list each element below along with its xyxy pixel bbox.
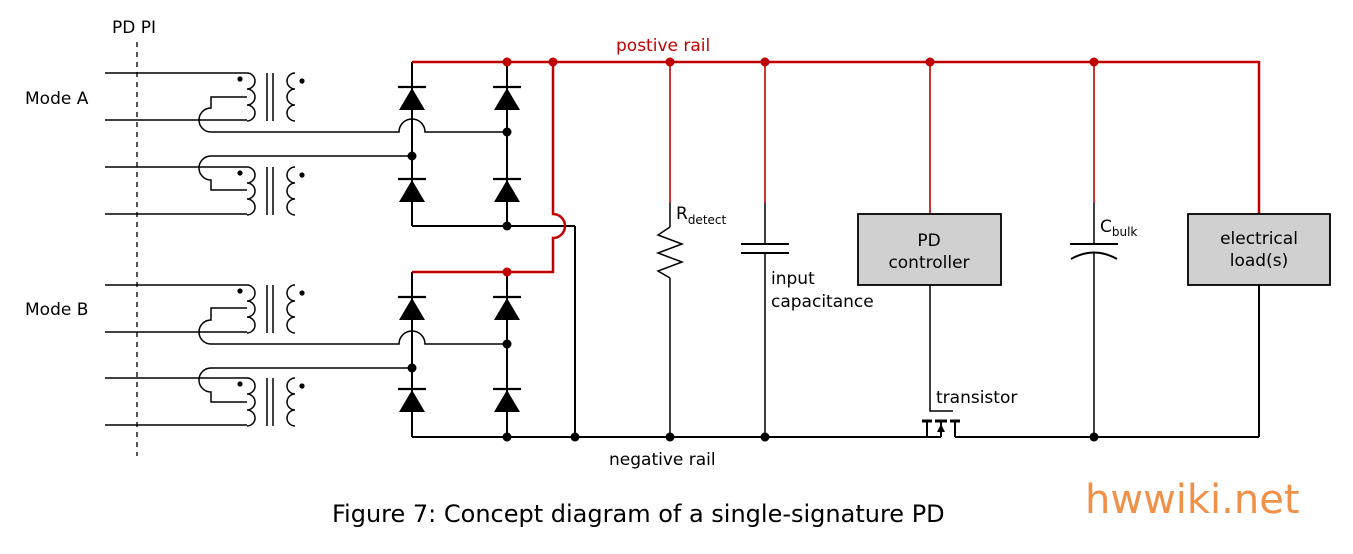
diode	[396, 295, 428, 322]
electrical-load-box	[1187, 213, 1331, 286]
gate-drive-wire	[929, 285, 953, 412]
bridge-rectifier-a	[394, 62, 575, 231]
positive-rail-label: postive rail	[616, 36, 710, 56]
diode	[396, 387, 428, 414]
mode-b-transformer-2	[105, 367, 412, 427]
figure-caption: Figure 7: Concept diagram of a single-si…	[332, 500, 945, 528]
input-capacitance-label-line1: input	[771, 269, 815, 289]
pd-pi-label: PD PI	[112, 18, 156, 38]
pd-controller-label-line2: controller	[888, 253, 969, 273]
watermark: hwwiki.net	[1085, 477, 1300, 523]
diode	[491, 387, 523, 414]
mode-a-label: Mode A	[25, 89, 89, 109]
diode	[491, 295, 523, 322]
electrical-load-label-line1: electrical	[1220, 229, 1298, 249]
positive-rail	[412, 57, 1261, 277]
mode-a-transformer-2	[105, 155, 412, 216]
r-detect-resistor	[655, 203, 685, 437]
input-capacitor	[741, 203, 789, 437]
mode-b-label: Mode B	[25, 300, 88, 320]
mode-b-transformer-1	[105, 284, 394, 345]
negative-rail	[412, 226, 1259, 442]
r-detect-label: Rdetect	[676, 204, 726, 227]
diode	[491, 177, 523, 204]
transistor-label: transistor	[936, 388, 1017, 408]
diode	[491, 85, 523, 112]
c-bulk-capacitor	[1070, 203, 1118, 437]
c-bulk-label: Cbulk	[1100, 217, 1137, 239]
diode	[396, 85, 428, 112]
electrical-load-label-line2: load(s)	[1230, 251, 1288, 271]
bridge-rectifier-b	[394, 272, 523, 437]
diode	[396, 177, 428, 204]
negative-rail-label: negative rail	[609, 450, 716, 470]
mode-a-transformer-1	[105, 72, 394, 133]
input-capacitance-label-line2: capacitance	[771, 292, 874, 312]
pd-controller-box	[857, 213, 1002, 286]
transistor-symbol	[895, 419, 985, 438]
pd-controller-label-line1: PD	[917, 231, 940, 251]
